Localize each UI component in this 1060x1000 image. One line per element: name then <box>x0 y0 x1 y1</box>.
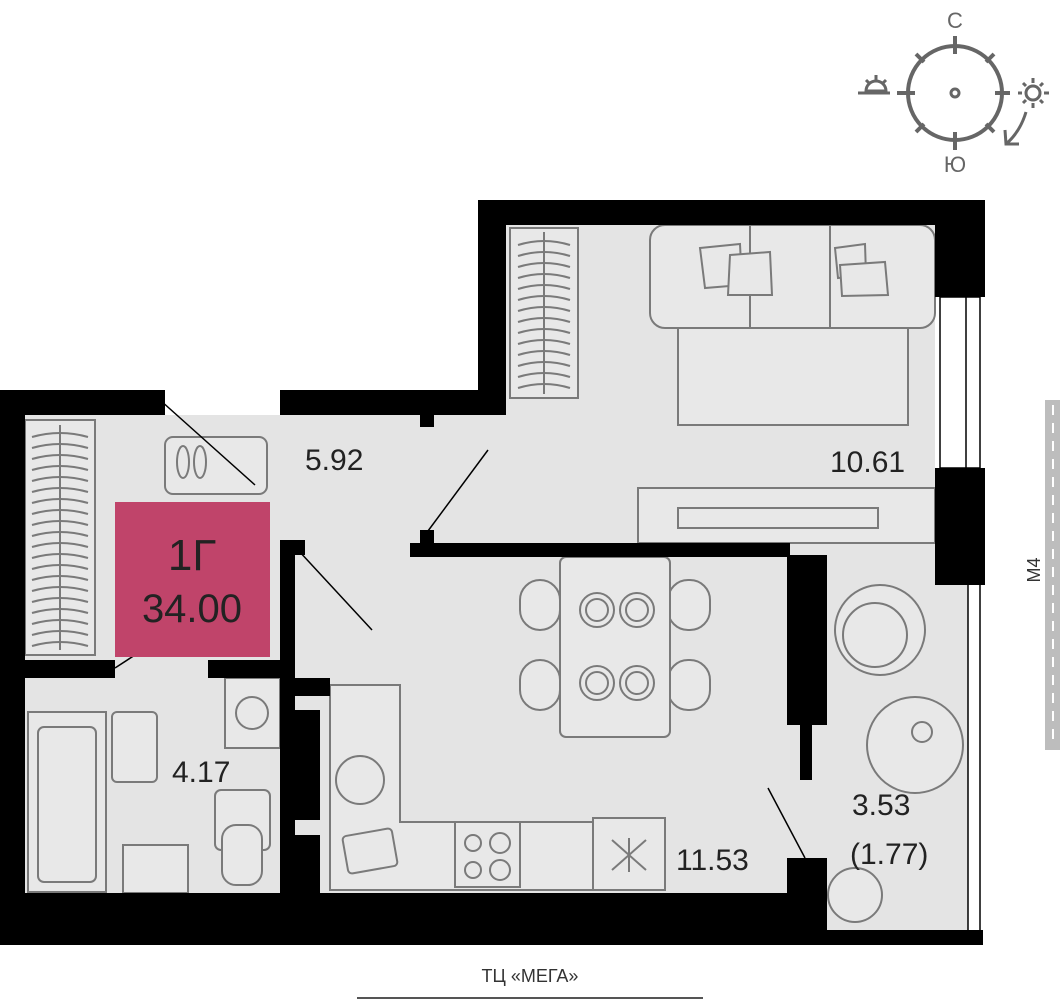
hanger-icon <box>31 575 89 581</box>
compass-south: Ю <box>944 152 966 177</box>
hanger-icon <box>517 383 571 389</box>
compass-north: С <box>947 8 963 33</box>
total-area: 34.00 <box>142 587 242 631</box>
hanger-icon <box>517 306 571 312</box>
hanger-icon <box>31 531 89 537</box>
hanger-icon <box>517 328 571 334</box>
hanger-icon <box>31 542 89 548</box>
hanger-icon <box>517 361 571 367</box>
hanger-icon <box>517 262 571 268</box>
sofa-bed <box>649 224 936 426</box>
sunrise-icon <box>858 75 890 95</box>
dining-table <box>519 556 711 738</box>
hanger-icon <box>31 465 89 471</box>
area-balcony-reduced: (1.77) <box>850 838 928 871</box>
unit-type: 1Г <box>168 531 216 580</box>
hanger-icon <box>31 520 89 526</box>
area-kitchen: 11.53 <box>676 844 749 877</box>
hanger-icon <box>31 553 89 559</box>
hanger-icon <box>31 597 89 603</box>
windows <box>939 296 981 930</box>
walls <box>0 200 985 945</box>
hanger-icon <box>517 317 571 323</box>
unit-badge <box>115 502 270 657</box>
road-label: М4 <box>1024 557 1044 582</box>
hanger-icon <box>31 487 89 493</box>
area-bathroom: 4.17 <box>172 756 230 789</box>
wardrobe-hall <box>24 419 96 656</box>
hanger-icon <box>31 454 89 460</box>
hanger-icon <box>517 251 571 257</box>
hanger-icon <box>31 443 89 449</box>
compass <box>858 36 1049 150</box>
hanger-icon <box>31 586 89 592</box>
hanger-icon <box>517 240 571 246</box>
hanger-icon <box>31 630 89 636</box>
hanger-icon <box>31 619 89 625</box>
hanger-icon <box>31 641 89 647</box>
kitchen-counter <box>329 684 666 891</box>
hanger-icon <box>517 350 571 356</box>
bathroom-fixtures <box>27 677 281 894</box>
tv-stand <box>637 487 936 544</box>
hanger-icon <box>31 498 89 504</box>
rotation-arrow-icon <box>1003 111 1028 146</box>
hanger-icon <box>517 339 571 345</box>
hanger-icon <box>517 273 571 279</box>
hanger-icon <box>31 509 89 515</box>
hanger-icon <box>517 295 571 301</box>
balcony-furniture <box>827 584 964 923</box>
hanger-icon <box>517 372 571 378</box>
hanger-icon <box>31 476 89 482</box>
hanger-icon <box>31 608 89 614</box>
area-living-room: 10.61 <box>830 446 905 479</box>
hanger-icon <box>31 432 89 438</box>
door-swings <box>114 399 806 859</box>
hanger-icon <box>31 564 89 570</box>
shoe-mat <box>164 436 268 495</box>
wardrobe-living <box>509 227 579 399</box>
area-balcony: 3.53 <box>852 789 910 822</box>
area-hallway: 5.92 <box>305 444 363 477</box>
sunset-icon <box>1018 78 1049 108</box>
road-m4 <box>1045 400 1060 750</box>
landmark-label: ТЦ «МЕГА» <box>482 966 579 986</box>
hanger-icon <box>517 284 571 290</box>
